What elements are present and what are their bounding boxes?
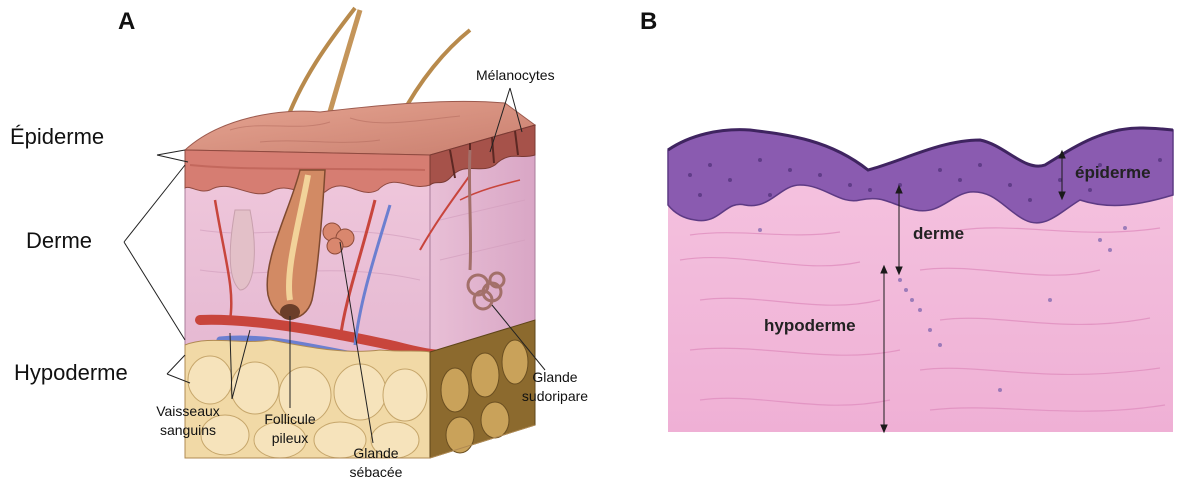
label-sebacee-line1: Glande — [346, 444, 406, 463]
label-hypoderme: Hypoderme — [14, 360, 128, 386]
leader-epiderme — [157, 150, 188, 162]
histo-label-hypoderme: hypoderme — [764, 316, 856, 336]
label-glande-sudoripare: Glande sudoripare — [520, 368, 590, 406]
histo-label-epiderme: épiderme — [1075, 163, 1151, 183]
label-follicule-pileux: Follicule pileux — [255, 410, 325, 448]
panel-b-letter: B — [640, 8, 657, 36]
panel-a-letter: A — [118, 8, 135, 36]
label-vaisseaux-line1: Vaisseaux — [153, 402, 223, 421]
label-follicule-line1: Follicule — [255, 410, 325, 429]
label-derme: Derme — [26, 228, 92, 254]
label-sudoripare-line1: Glande — [520, 368, 590, 387]
label-vaisseaux-sanguins: Vaisseaux sanguins — [153, 402, 223, 440]
label-epiderme: Épiderme — [10, 124, 104, 150]
label-glande-sebacee: Glande sébacée — [346, 444, 406, 482]
label-vaisseaux-line2: sanguins — [153, 421, 223, 440]
label-sudoripare-line2: sudoripare — [520, 387, 590, 406]
label-sebacee-line2: sébacée — [346, 463, 406, 482]
label-melanocytes: Mélanocytes — [476, 66, 555, 85]
leader-derme — [124, 165, 185, 340]
label-follicule-line2: pileux — [255, 429, 325, 448]
ghost-follicle — [230, 210, 254, 290]
histo-label-derme: derme — [913, 224, 964, 244]
